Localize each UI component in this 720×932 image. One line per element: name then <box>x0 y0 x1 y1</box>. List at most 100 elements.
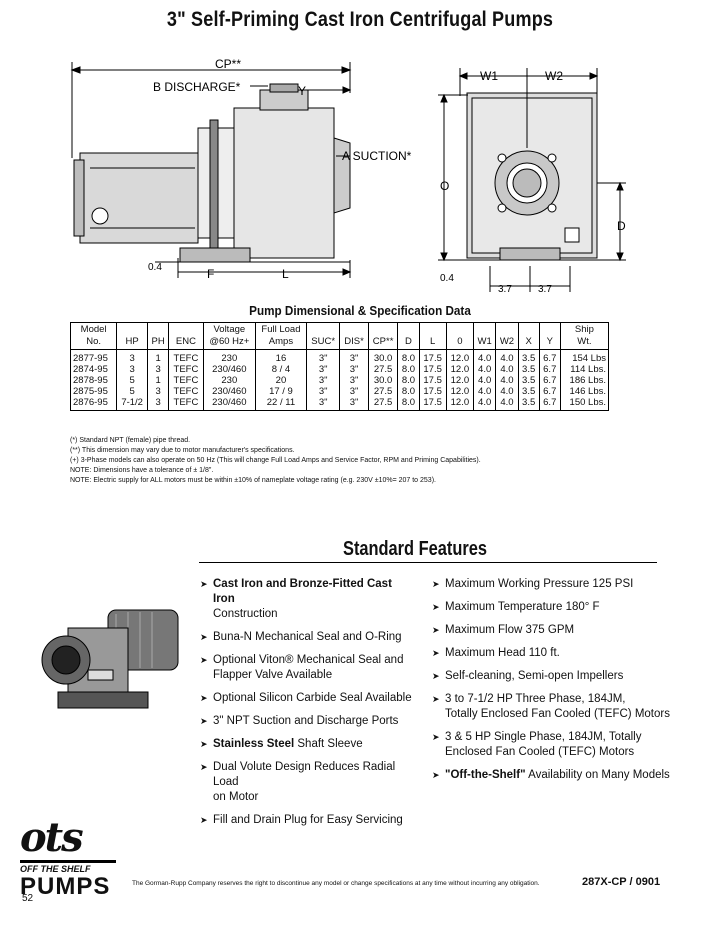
table-header-cell: X <box>517 322 540 350</box>
divider <box>199 562 657 563</box>
table-cell: 17.5 <box>418 349 447 364</box>
table-cell: 12.0 <box>445 349 475 364</box>
feature-text: Self-cleaning, Semi-open Impellers <box>445 670 624 682</box>
table-cell: 8.0 <box>397 375 420 386</box>
table-header-line <box>309 324 337 336</box>
feature-text: Maximum Flow 375 GPM <box>445 624 575 636</box>
table-header-line <box>422 324 444 336</box>
feature-text: Optional Viton® Mechanical Seal and <box>213 654 404 666</box>
table-cell: 8.0 <box>397 364 420 375</box>
table-cell: 150 Lbs. <box>559 397 610 411</box>
feature-text: Maximum Working Pressure 125 PSI <box>445 578 634 590</box>
dim-cp-label: CP** <box>215 57 241 71</box>
dim-y-label: Y <box>298 84 306 98</box>
note-50hz: (+) 3-Phase models can also operate on 5… <box>70 457 481 464</box>
feature-item: ➤3 to 7-1/2 HP Three Phase, 184JM,Totall… <box>432 692 672 722</box>
table-header-cell: CP** <box>367 322 399 350</box>
table-header-line <box>171 324 201 336</box>
table-header-cell: HP <box>116 322 149 350</box>
feature-item: ➤Maximum Temperature 180° F <box>432 600 672 615</box>
table-cell: 7-1/2 <box>116 397 149 411</box>
arrow-bullet-icon: ➤ <box>432 602 440 612</box>
dim-37b-label: 3.7 <box>538 284 552 295</box>
table-cell: 3" <box>305 397 341 411</box>
table-cell: 4.0 <box>495 386 519 397</box>
feature-text: Buna-N Mechanical Seal and O-Ring <box>213 631 402 643</box>
table-header-line: Model <box>80 324 107 335</box>
table-header-line: Ship <box>574 324 594 335</box>
table-header-line: W1 <box>477 336 492 347</box>
table-header-cell: W2 <box>495 322 519 350</box>
table-cell: 12.0 <box>445 375 475 386</box>
feature-item: ➤"Off-the-Shelf" Availability on Many Mo… <box>432 768 672 783</box>
table-header-cell: DIS* <box>339 322 369 350</box>
table-cell: 4.0 <box>472 397 497 411</box>
table-cell: 1 <box>147 349 170 364</box>
table-header-line: Voltage <box>213 324 246 335</box>
table-cell: 154 Lbs <box>559 349 610 364</box>
table-cell: 4.0 <box>472 349 497 364</box>
table-cell: 3 <box>147 397 170 411</box>
table-header-cell: W1 <box>472 322 497 350</box>
feature-item: ➤ Stainless Steel Shaft Sleeve <box>200 737 415 752</box>
table-header-line: X <box>525 336 532 347</box>
feature-text-line2: Construction <box>213 608 278 620</box>
table-cell: 3" <box>305 375 341 386</box>
table-cell: 12.0 <box>445 364 475 375</box>
logo-off-the-shelf: OFF THE SHELF <box>20 860 116 874</box>
arrow-bullet-icon: ➤ <box>432 770 440 780</box>
table-cell: 6.7 <box>538 386 561 397</box>
arrow-bullet-icon: ➤ <box>200 762 208 772</box>
table-header-line <box>119 324 145 336</box>
table-cell: 4.0 <box>472 386 497 397</box>
feature-text: Shaft Sleeve <box>294 738 363 750</box>
document-code: 287X-CP / 0901 <box>582 876 661 888</box>
pump-dimension-drawing: CP** B DISCHARGE* Y A SUCTION* 0.4 F L W… <box>70 57 626 295</box>
table-cell: TEFC <box>168 349 204 364</box>
arrow-bullet-icon: ➤ <box>200 739 208 749</box>
feature-text: 3 & 5 HP Single Phase, 184JM, Totally <box>445 731 642 743</box>
table-cell: 27.5 <box>367 364 399 375</box>
table-cell: 3" <box>305 364 341 375</box>
note-npt: (*) Standard NPT (female) pipe thread. <box>70 437 191 444</box>
dim-04-right-label: 0.4 <box>440 273 454 284</box>
table-cell: 16 <box>254 349 308 364</box>
table-cell: 8.0 <box>397 397 420 411</box>
table-header-line: D <box>405 336 412 347</box>
dim-w2-label: W2 <box>545 69 563 83</box>
note-dimension-vary: (**) This dimension may vary due to moto… <box>70 447 295 454</box>
ots-logo: ots OFF THE SHELF PUMPS <box>20 818 116 900</box>
arrow-bullet-icon: ➤ <box>200 693 208 703</box>
table-cell: TEFC <box>168 397 204 411</box>
page-number: 52 <box>22 893 34 904</box>
table-cell: 3 <box>147 386 170 397</box>
table-cell: 2875-95 <box>69 386 118 397</box>
table-cell: 6.7 <box>538 364 561 375</box>
arrow-bullet-icon: ➤ <box>432 732 440 742</box>
table-cell: 1 <box>147 375 170 386</box>
table-cell: 3" <box>339 349 369 364</box>
table-cell: 6.7 <box>538 397 561 411</box>
table-cell: 230/460 <box>202 397 256 411</box>
table-cell: 3" <box>339 375 369 386</box>
table-header-cell: Y <box>538 322 561 350</box>
table-cell: 12.0 <box>445 397 475 411</box>
table-cell: 17.5 <box>418 386 447 397</box>
table-cell: 4.0 <box>472 364 497 375</box>
table-cell: 4.0 <box>472 375 497 386</box>
table-cell: 230/460 <box>202 386 256 397</box>
table-cell: 30.0 <box>367 375 399 386</box>
arrow-bullet-icon: ➤ <box>200 632 208 642</box>
table-cell: 5 <box>116 375 149 386</box>
table-cell: 4.0 <box>495 364 519 375</box>
table-cell: 3" <box>305 386 341 397</box>
feature-bold-text: Stainless Steel <box>213 738 295 750</box>
table-cell: 3.5 <box>517 386 540 397</box>
table-cell: 20 <box>254 375 308 386</box>
table-cell: TEFC <box>168 375 204 386</box>
